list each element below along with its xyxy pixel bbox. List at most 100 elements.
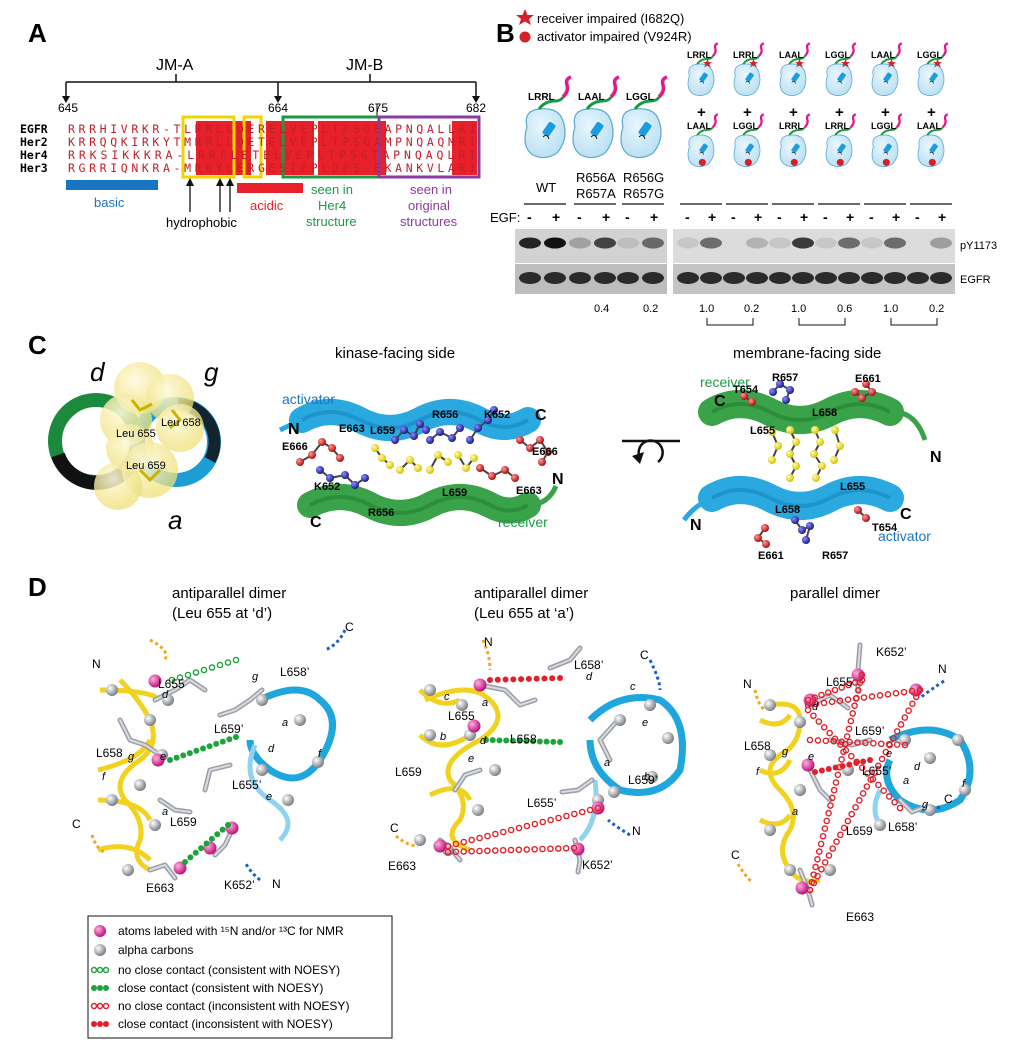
egf-sign: - xyxy=(777,209,782,225)
heptad-letter: g xyxy=(128,751,135,763)
band-py1173 xyxy=(569,237,591,249)
heptad-letter: f xyxy=(962,778,966,790)
contact-dot xyxy=(843,733,851,740)
receiver-star-icon xyxy=(794,58,805,68)
contact-dot xyxy=(225,822,231,828)
contact-dot xyxy=(208,835,215,842)
contact-dot xyxy=(853,694,860,702)
svg-text:N: N xyxy=(272,877,281,891)
contact-dot xyxy=(200,745,206,752)
receptor-cartoon xyxy=(825,42,857,97)
heptad-letter: a xyxy=(903,775,909,787)
d1-labels: N C L655 L658’ L659’ L658 L655’ L659 C N… xyxy=(72,620,354,895)
contact-dot xyxy=(848,810,856,818)
svg-text:N: N xyxy=(288,421,300,438)
contact-dot xyxy=(823,817,831,825)
contact-dot xyxy=(523,846,531,853)
quant-right-6: 0.2 xyxy=(929,303,944,315)
contact-dot xyxy=(515,846,523,854)
contact-dot xyxy=(523,738,530,745)
basic-bar xyxy=(66,180,158,190)
egf-sign: + xyxy=(846,209,854,225)
heptad-letter: g xyxy=(782,746,789,758)
contact-dot xyxy=(916,686,924,694)
atom xyxy=(391,436,399,444)
svg-text:L659: L659 xyxy=(846,824,873,838)
contact-dot xyxy=(208,664,216,671)
contact-dot xyxy=(909,700,916,708)
d2-labels: N C L658’ L655 L658 L659’ L659 L655’ C N… xyxy=(388,635,657,873)
alpha-carbon xyxy=(472,804,484,816)
atom xyxy=(538,458,546,466)
contact-dot xyxy=(515,824,523,832)
band-egfr xyxy=(700,272,722,284)
legend-closed-red: close contact (inconsistent with NOESY) xyxy=(118,1017,333,1031)
d3-title-1: parallel dimer xyxy=(790,585,880,602)
mf-activator-label: activator xyxy=(878,528,931,544)
egf-sign: + xyxy=(602,209,610,225)
band-py1173 xyxy=(594,237,616,249)
pair-bottom-label: LGGL xyxy=(871,121,896,131)
band-egfr xyxy=(642,272,664,284)
contact-dot xyxy=(198,845,205,852)
contact-dot xyxy=(876,692,884,699)
egf-sign: - xyxy=(625,209,630,225)
protein-names: EGFR Her2 Her4 Her3 xyxy=(20,122,48,175)
quant-left-1: 0.4 xyxy=(594,303,609,315)
svg-text:N: N xyxy=(92,657,101,671)
contact-dot xyxy=(825,852,833,859)
contact-dot xyxy=(232,656,240,664)
svg-text:L655: L655 xyxy=(840,481,865,493)
heptad-letter: g xyxy=(922,799,929,811)
svg-text:N: N xyxy=(484,635,493,649)
activator-dot-icon xyxy=(698,158,706,166)
heptad-letter: d xyxy=(914,761,921,773)
panel-label-b: B xyxy=(496,18,515,48)
egf-sign: + xyxy=(892,209,900,225)
svg-text:L659: L659 xyxy=(370,425,395,437)
heptad-d: d xyxy=(90,357,106,387)
contact-dot xyxy=(518,676,525,683)
svg-text:K652’: K652’ xyxy=(224,878,255,892)
svg-text:E663: E663 xyxy=(339,423,365,435)
band-egfr xyxy=(884,272,906,284)
atom xyxy=(836,442,844,450)
atom xyxy=(768,456,776,464)
contact-dot xyxy=(826,729,833,737)
alpha-carbon xyxy=(794,784,806,796)
atom xyxy=(490,406,498,414)
contact-dot xyxy=(814,872,821,880)
contact-dot xyxy=(812,769,818,775)
contact-dot xyxy=(838,684,846,691)
contact-dot xyxy=(901,741,909,749)
egf-sign: - xyxy=(685,209,690,225)
panel-label-a: A xyxy=(28,18,47,48)
svg-text:R656: R656 xyxy=(432,409,458,421)
contact-dot xyxy=(507,846,515,854)
leu659: Leu 659 xyxy=(126,460,166,472)
kf-activator-label: activator xyxy=(282,391,335,407)
atom xyxy=(436,428,444,436)
band-egfr xyxy=(930,272,952,284)
band-py1173 xyxy=(815,237,837,249)
contact-dot xyxy=(818,691,825,699)
contact-dot xyxy=(503,737,510,744)
contact-dot xyxy=(893,741,901,748)
pos-664: 664 xyxy=(268,101,288,115)
svg-text:R656: R656 xyxy=(368,507,394,519)
band-egfr xyxy=(907,272,929,284)
atom xyxy=(501,466,509,474)
pair-bottom-label: LAAL xyxy=(917,121,941,131)
protein-her4: Her4 xyxy=(20,148,48,162)
heptad-letter: a xyxy=(604,757,610,769)
contact-dot xyxy=(219,826,226,833)
contact-dot xyxy=(880,787,888,795)
contact-dot xyxy=(594,804,602,812)
alignment-highlights xyxy=(181,115,481,179)
contact-dot xyxy=(570,844,578,852)
legend-alpha: alpha carbons xyxy=(118,943,193,957)
pair-bottom-label: LGGL xyxy=(733,121,758,131)
atom xyxy=(444,458,452,466)
contact-dot xyxy=(806,736,814,744)
